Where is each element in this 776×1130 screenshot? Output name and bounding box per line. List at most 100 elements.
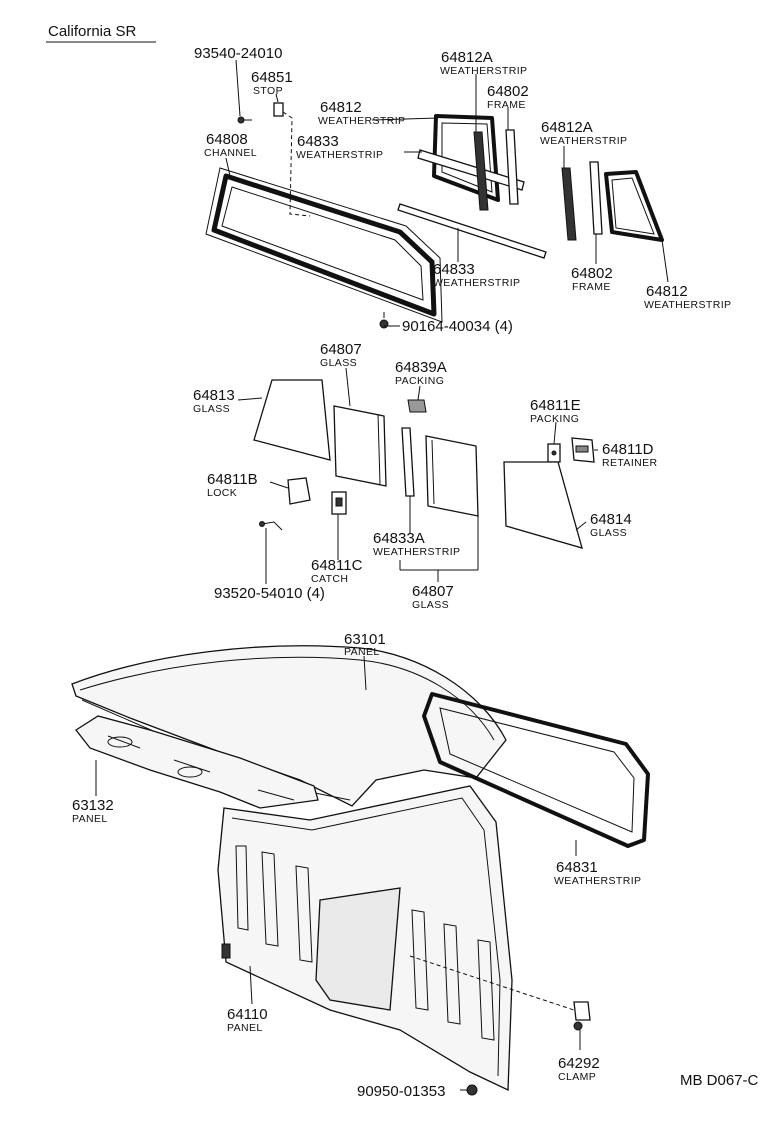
callout-64292: 64292 CLAMP (558, 1055, 600, 1083)
part-name: WEATHERSTRIP (554, 875, 641, 887)
catch-64811c-drawing (331, 491, 347, 515)
part-name: WEATHERSTRIP (296, 149, 383, 161)
part-name: PANEL (344, 646, 380, 658)
front-panel-63132-drawing (75, 715, 319, 809)
callout-64833-lower: 64833 WEATHERSTRIP (433, 261, 520, 289)
part-number: 64811E (530, 397, 581, 414)
callout-64808: 64808 CHANNEL (204, 131, 257, 159)
callout-63101: 63101 PANEL (344, 631, 386, 658)
back-panel-64110-drawing (217, 785, 513, 1092)
diagram-header: California SR (48, 23, 137, 40)
part-number: 64814 (590, 511, 632, 528)
packing-64839a-drawing (407, 399, 427, 413)
part-number: 64110 (227, 1006, 268, 1023)
diagram-code: MB D067-C (680, 1072, 759, 1089)
part-number: 64812A (441, 49, 493, 66)
callout-64831: 64831 WEATHERSTRIP (554, 859, 641, 887)
part-number: 64833A (373, 530, 425, 547)
part-number: 90950-01353 (357, 1083, 445, 1100)
part-number: 64811B (207, 471, 258, 488)
retainer-64811d-drawing (571, 437, 595, 463)
callout-64812a-upper: 64812A WEATHERSTRIP (440, 49, 527, 77)
packing-64811e-drawing (547, 443, 561, 463)
part-name: GLASS (320, 357, 357, 369)
callout-93540-24010: 93540-24010 (194, 45, 282, 62)
callout-64833a: 64833A WEATHERSTRIP (373, 530, 460, 558)
callout-64811c: 64811C CATCH (311, 557, 363, 585)
part-number: 64811D (602, 441, 654, 458)
callout-64839a: 64839A PACKING (395, 359, 447, 387)
callout-90164-40034: 90164-40034 (4) (402, 318, 513, 335)
callout-64812-upper: 64812 WEATHERSTRIP (318, 99, 405, 127)
part-number: 64807 (412, 583, 454, 600)
weatherstrip-64833a-drawing (401, 427, 415, 497)
callout-64812a-right: 64812A WEATHERSTRIP (540, 119, 627, 147)
callout-64811e: 64811E PACKING (530, 397, 581, 425)
part-number: 64813 (193, 387, 235, 404)
part-name: GLASS (193, 403, 230, 415)
callout-64812-right: 64812 WEATHERSTRIP (644, 283, 731, 311)
channel-64808-drawing (205, 167, 443, 323)
part-name: GLASS (590, 527, 627, 539)
glass-64807-left-drawing (333, 405, 387, 487)
weatherstrip-64831-drawing (422, 692, 650, 848)
screw-93520-drawing (259, 521, 283, 531)
part-name: CLAMP (558, 1071, 596, 1083)
frame-64802-upper-drawing (505, 129, 519, 205)
part-number: 64833 (433, 261, 475, 278)
leader-lines (95, 59, 669, 1091)
part-number: 64812A (541, 119, 593, 136)
part-number: 90164-40034 (4) (402, 318, 513, 335)
part-name: PANEL (72, 813, 108, 825)
part-number: 64812 (320, 99, 362, 116)
callout-64833-upper: 64833 WEATHERSTRIP (296, 133, 383, 161)
nut-90950-drawing (466, 1084, 478, 1096)
callout-64811b: 64811B LOCK (207, 471, 258, 499)
callout-64851: 64851 STOP (251, 69, 293, 97)
glass-64807-right-drawing (425, 435, 479, 517)
part-number: 64833 (297, 133, 339, 150)
part-name: WEATHERSTRIP (540, 135, 627, 147)
part-number: 64851 (251, 69, 293, 86)
part-name: WEATHERSTRIP (433, 277, 520, 289)
weatherstrip-64812a-right-drawing (561, 167, 577, 241)
callout-64802-upper: 64802 FRAME (487, 83, 529, 111)
part-number: 64839A (395, 359, 447, 376)
part-name: LOCK (207, 487, 237, 499)
part-number: 64831 (556, 859, 598, 876)
part-name: WEATHERSTRIP (644, 299, 731, 311)
callout-64807-upper: 64807 GLASS (320, 341, 362, 369)
part-name: FRAME (572, 281, 611, 293)
part-name: PACKING (530, 413, 579, 425)
callout-63132: 63132 PANEL (72, 797, 114, 825)
part-name: RETAINER (602, 457, 658, 469)
lock-64811b-drawing (287, 477, 311, 505)
part-number: 63101 (344, 631, 386, 648)
part-number: 64802 (487, 83, 529, 100)
stop-64851-drawing (273, 102, 311, 217)
part-number: 64802 (571, 265, 613, 282)
part-name: WEATHERSTRIP (373, 546, 460, 558)
part-name: STOP (253, 85, 283, 97)
callout-64813: 64813 GLASS (193, 387, 235, 415)
part-name: FRAME (487, 99, 526, 111)
part-number: 63132 (72, 797, 114, 814)
roof-panel-63101-drawing (71, 645, 507, 807)
glass-64813-drawing (253, 379, 331, 461)
part-name: CHANNEL (204, 147, 257, 159)
part-name: WEATHERSTRIP (440, 65, 527, 77)
part-number: 64292 (558, 1055, 600, 1072)
frame-64802-right-drawing (589, 161, 603, 235)
weatherstrip-64833-lower-drawing (397, 203, 547, 259)
callout-64807-lower: 64807 GLASS (412, 583, 454, 611)
part-name: GLASS (412, 599, 449, 611)
part-number: 64811C (311, 557, 363, 574)
callout-64811d: 64811D RETAINER (602, 441, 658, 469)
weatherstrip-64833-upper-drawing (417, 149, 525, 191)
part-name: CATCH (311, 573, 348, 585)
part-name: PANEL (227, 1022, 263, 1034)
glass-64814-drawing (503, 461, 583, 549)
callout-93520-54010: 93520-54010 (4) (214, 585, 325, 602)
